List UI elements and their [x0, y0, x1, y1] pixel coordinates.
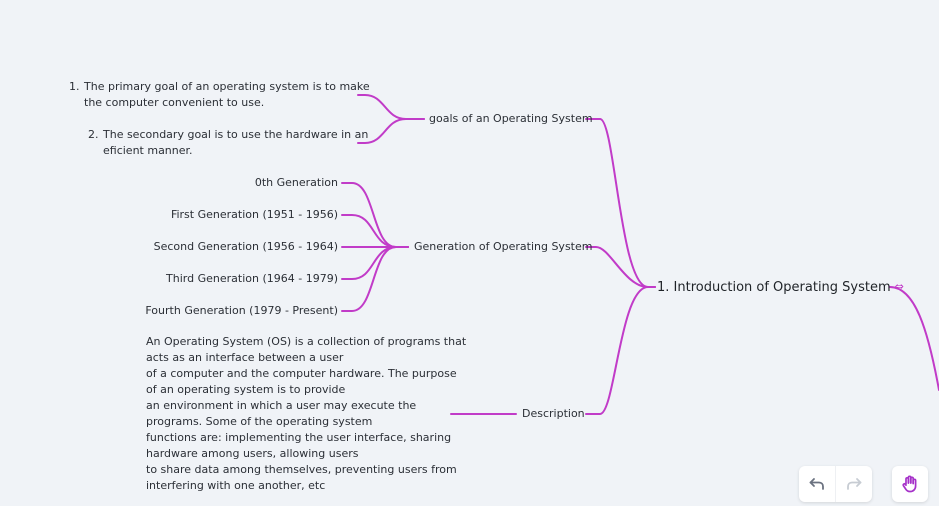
description-line: An Operating System (OS) is a collection… [146, 335, 467, 348]
goal-item-1-line-1: The primary goal of an operating system … [84, 80, 370, 93]
connector-root-right [889, 286, 939, 391]
root-node[interactable]: 1. Introduction of Operating System⇔ [657, 278, 904, 297]
description-text[interactable]: An Operating System (OS) is a collection… [146, 334, 466, 494]
root-node-label: 1. Introduction of Operating System [657, 280, 891, 295]
connector-goals-item-2 [357, 118, 425, 144]
description-line: programs. Some of the operating system [146, 415, 373, 428]
generation-item-1[interactable]: First Generation (1951 - 1956) [170, 208, 338, 221]
goal-item-1-line-2: the computer convenient to use. [84, 96, 265, 109]
connector-root-goals [585, 118, 656, 288]
hand-tool-button[interactable] [892, 466, 928, 502]
goal-item-2-line-1: The secondary goal is to use the hardwar… [103, 128, 369, 141]
generation-item-3[interactable]: Third Generation (1964 - 1979) [166, 272, 338, 285]
description-line: interfering with one another, etc [146, 479, 326, 492]
description-line: functions are: implementing the user int… [146, 431, 452, 444]
goal-item-2[interactable]: 2. The secondary goal is to use the hard… [88, 127, 369, 159]
goal-item-2-number: 2. [88, 128, 99, 141]
generation-item-0[interactable]: 0th Generation [254, 176, 338, 189]
redo-icon [847, 478, 862, 490]
description-line: acts as an interface between a user [146, 351, 344, 364]
redo-button[interactable] [835, 466, 872, 502]
undo-icon [809, 478, 824, 490]
description-line: hardware among users, allowing users [146, 447, 359, 460]
history-toolbar [799, 466, 872, 502]
description-line: an environment in which a user may execu… [146, 399, 417, 412]
branch-goals-label: goals of an Operating System [429, 112, 593, 125]
branch-description[interactable]: Description [522, 406, 585, 422]
pan-toolbar [892, 466, 928, 502]
branch-goals[interactable]: goals of an Operating System [429, 111, 593, 127]
description-line: of a computer and the computer hardware.… [146, 367, 457, 380]
goal-item-1-number: 1. [69, 80, 80, 93]
branch-description-label: Description [522, 407, 585, 420]
goal-item-2-line-2: eficient manner. [103, 144, 193, 157]
description-line: of an operating system is to provide [146, 383, 346, 396]
goal-item-1[interactable]: 1. The primary goal of an operating syst… [69, 79, 370, 111]
undo-button[interactable] [799, 466, 835, 502]
branch-generation[interactable]: Generation of Operating System [414, 239, 592, 255]
connector-gen-item-4 [341, 246, 409, 312]
description-line: to share data among themselves, preventi… [146, 463, 457, 476]
generation-item-4[interactable]: Fourth Generation (1979 - Present) [145, 304, 338, 317]
connector-root-description [585, 286, 656, 415]
generation-item-2[interactable]: Second Generation (1956 - 1964) [153, 240, 338, 253]
hand-icon [902, 475, 917, 493]
connector-root-generation [585, 246, 656, 288]
branch-generation-label: Generation of Operating System [414, 240, 593, 253]
link-icon[interactable]: ⇔ [894, 280, 904, 293]
